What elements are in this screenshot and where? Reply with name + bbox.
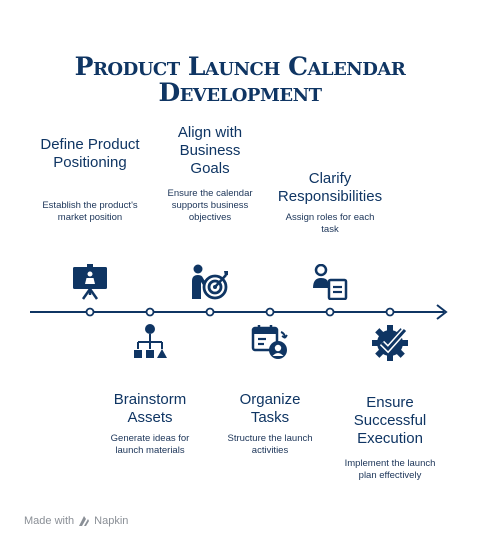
- person-checklist-icon: [313, 264, 348, 300]
- title-line-2: Development: [158, 78, 322, 107]
- made-with-label: Made with: [24, 515, 75, 527]
- step-title-define-positioning: Define Product Positioning: [40, 136, 140, 171]
- timeline-node-6: [385, 307, 395, 317]
- step-desc-clarify-responsibilities: Assign roles for each task: [285, 212, 375, 235]
- timeline-node-2: [145, 307, 155, 317]
- step-desc-define-positioning: Establish the product's market position: [42, 200, 138, 223]
- napkin-brand-label: Napkin: [94, 515, 129, 527]
- step-title-align-goals: Align with Business Goals: [177, 124, 243, 177]
- step-title-organize-tasks: Organize Tasks: [239, 391, 301, 426]
- napkin-logo-icon: [79, 516, 90, 526]
- gear-check-icon: [372, 325, 408, 361]
- target-person-icon: [192, 264, 228, 300]
- step-desc-align-goals: Ensure the calendar supports business ob…: [167, 188, 253, 223]
- calendar-person-icon: [251, 325, 288, 359]
- timeline-node-1: [85, 307, 95, 317]
- footer: Made with Napkin: [24, 515, 128, 527]
- step-desc-ensure-execution: Implement the launch plan effectively: [344, 458, 436, 481]
- timeline-arrowhead: [436, 304, 448, 320]
- step-title-ensure-execution: Ensure Successful Execution: [353, 394, 427, 447]
- presentation-board-icon: [73, 264, 107, 300]
- timeline-node-4: [265, 307, 275, 317]
- title-line-1: Product Launch Calendar: [74, 52, 406, 81]
- step-title-brainstorm-assets: Brainstorm Assets: [113, 391, 187, 426]
- timeline-node-3: [205, 307, 215, 317]
- step-desc-organize-tasks: Structure the launch activities: [227, 433, 313, 456]
- hierarchy-diagram-icon: [134, 324, 167, 358]
- timeline-node-5: [325, 307, 335, 317]
- step-desc-brainstorm-assets: Generate ideas for launch materials: [110, 433, 190, 456]
- step-title-clarify-responsibilities: Clarify Responsibilities: [277, 170, 383, 205]
- diagram-title: Product Launch Calendar Development: [0, 54, 480, 106]
